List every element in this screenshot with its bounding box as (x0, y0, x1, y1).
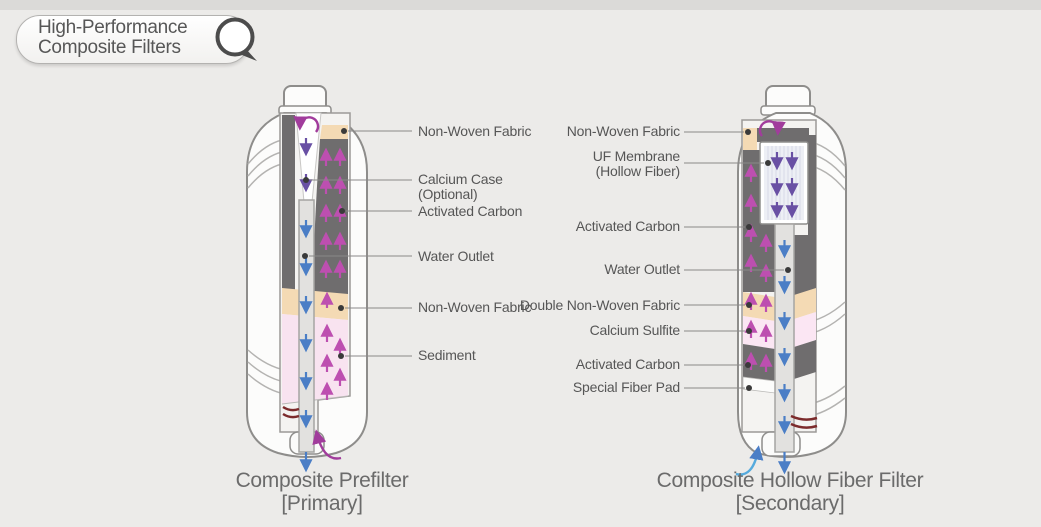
title-text: High-Performance Composite Filters (38, 17, 188, 58)
title-badge: High-Performance Composite Filters (16, 13, 260, 65)
prefilter-caption-line1: Composite Prefilter (235, 469, 409, 492)
inlet-curve-arrow (312, 429, 342, 460)
carbon-right-of-tube (794, 235, 816, 295)
prefilter-illustration (246, 85, 368, 473)
top-turn-arrow (758, 120, 786, 137)
magnifier-bubble-icon (215, 17, 257, 61)
title-line2: Composite Filters (38, 37, 181, 58)
inlet-curve-arrow (735, 445, 764, 476)
double-nonwoven-layer-right (794, 288, 816, 319)
filter-layer-label: Double Non-Woven Fabric (519, 297, 680, 313)
seal-rings (790, 414, 818, 429)
activated-carbon-layer-right (794, 340, 816, 379)
filter-layer-label: Activated Carbon (575, 218, 680, 234)
seal-rings (282, 405, 300, 419)
step-line (281, 395, 349, 405)
filter-layer-label: Activated Carbon (418, 203, 523, 219)
filter-layer-label: Sediment (418, 347, 476, 363)
top-strip (0, 0, 1041, 10)
top-turn-arrow (293, 116, 320, 133)
carbon-strip-right (808, 135, 816, 235)
filter-layer-label: Calcium Case (Optional) (418, 171, 503, 202)
hollow-fiber-caption-line2: [Secondary] (735, 492, 845, 515)
filter-layer-label: Calcium Sulfite (589, 322, 681, 338)
calcium-sulfite-layer-right (794, 312, 816, 347)
filter-layer-label: UF Membrane (Hollow Fiber) (592, 148, 680, 179)
hollow-fiber-filter-illustration (735, 85, 847, 476)
nonwoven-fabric-top-layer (320, 125, 348, 139)
hollow-filter-cap (760, 85, 816, 116)
prefilter-caption: Composite Prefilter [Primary] (207, 469, 437, 515)
title-line1: High-Performance (38, 17, 188, 38)
filter-layer-label: Non-Woven Fabric (566, 123, 680, 139)
prefilter-caption-line2: [Primary] (281, 492, 363, 515)
filter-layer-label: Water Outlet (418, 248, 494, 264)
filter-layer-label: Non-Woven Fabric (418, 299, 532, 315)
filter-layer-label: Water Outlet (604, 261, 680, 277)
hollow-fiber-caption-line1: Composite Hollow Fiber Filter (656, 469, 924, 492)
filter-layer-label: Non-Woven Fabric (418, 123, 532, 139)
title-badge-pill (16, 15, 250, 64)
filter-layer-label: Special Fiber Pad (572, 379, 680, 395)
carbon-strip-left (282, 115, 295, 291)
filter-layer-label: Activated Carbon (575, 356, 680, 372)
membrane-arrows-violet (770, 152, 799, 219)
hollow-fiber-caption: Composite Hollow Fiber Filter [Secondary… (655, 469, 925, 515)
